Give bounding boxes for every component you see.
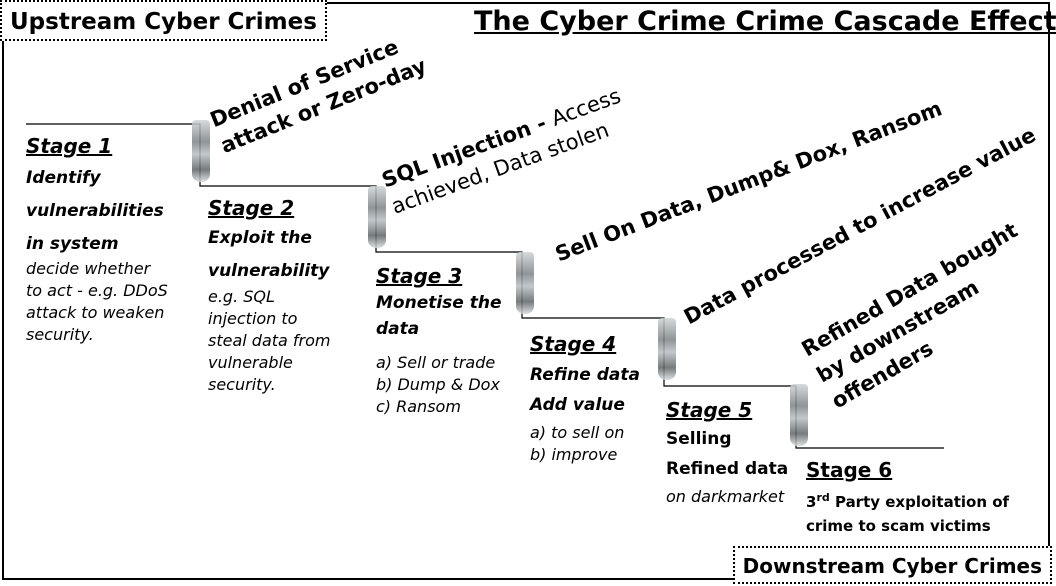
page-title: The Cyber Crime Crime Cascade Effect — [474, 6, 1056, 37]
stage-1-detail-line: security. — [26, 325, 94, 344]
stage-4-bold-line: Refine data — [530, 365, 640, 385]
stage-5-bold: Selling Refined data — [666, 424, 788, 484]
stage-2-detail-line: injection to — [208, 309, 298, 328]
waterfall-4 — [658, 318, 676, 380]
stage-4-detail: a) to sell on b) improve — [530, 422, 624, 466]
stage-2-detail-line: steal data from — [208, 331, 331, 350]
stage-3-bold-line: Monetise the — [376, 293, 502, 313]
stage-3-detail-line: a) Sell or trade — [376, 353, 496, 372]
stage-4-bold-line: Add value — [530, 395, 625, 415]
stage-6-detail: 3rd Party exploitation of crime to scam … — [806, 486, 1009, 538]
stage-1-bold-line: in system — [26, 234, 119, 254]
stage-1-detail-line: decide whether — [26, 259, 151, 278]
stage-3-detail: a) Sell or trade b) Dump & Dox c) Ransom — [376, 352, 500, 418]
downstream-label: Downstream Cyber Crimes — [732, 546, 1052, 584]
stage-2-detail-line: vulnerable — [208, 353, 293, 372]
waterfall-1 — [192, 120, 210, 182]
stage-6-detail-line: 3rd Party exploitation of — [806, 491, 1010, 511]
stage-5-bold-line: Selling — [666, 429, 732, 449]
stage-1-detail-line: attack to weaken — [26, 303, 165, 322]
stage-5-detail: on darkmarket — [666, 486, 784, 508]
stage-4-bold: Refine data Add value — [530, 360, 640, 420]
stage-2-bold-line: Exploit the — [208, 228, 312, 248]
diagram-frame — [2, 2, 1050, 580]
stage-4-heading: Stage 4 — [530, 332, 617, 356]
stage-1-bold-line: vulnerabilities — [26, 201, 164, 221]
stage-5-heading: Stage 5 — [666, 398, 753, 422]
upstream-label: Upstream Cyber Crimes — [0, 0, 327, 41]
stage-3-heading: Stage 3 — [376, 264, 463, 288]
waterfall-3 — [516, 252, 534, 314]
stage-3-detail-line: b) Dump & Dox — [376, 375, 500, 394]
stage-1-heading: Stage 1 — [26, 134, 113, 158]
stage-1-bold: Identify vulnerabilities in system — [26, 162, 164, 261]
stage-3-detail-line: c) Ransom — [376, 397, 461, 416]
stage-5-detail-line: on darkmarket — [666, 487, 785, 506]
stage-2-detail-line: security. — [208, 375, 276, 394]
stage-3-bold-line: data — [376, 319, 420, 339]
step-line-4 — [662, 317, 792, 387]
stage-6-heading: Stage 6 — [806, 458, 893, 482]
stage-4-detail-line: a) to sell on — [530, 423, 625, 442]
stage-1-detail: decide whether to act - e.g. DDoS attack… — [26, 258, 168, 346]
stage-2-heading: Stage 2 — [208, 196, 295, 220]
waterfall-2 — [368, 186, 386, 248]
stage-2-bold: Exploit the vulnerability — [208, 222, 329, 288]
step-line-3 — [520, 251, 662, 319]
waterfall-5 — [790, 384, 808, 446]
stage-4-detail-line: b) improve — [530, 445, 618, 464]
stage-2-bold-line: vulnerability — [208, 261, 330, 281]
stage-6-detail-line: crime to scam victims — [806, 517, 991, 535]
stage-3-bold: Monetise the data — [376, 290, 502, 342]
stage-2-detail-line: e.g. SQL — [208, 287, 275, 306]
stage-5-bold-line: Refined data — [666, 459, 789, 479]
stage-1-bold-line: Identify — [26, 168, 101, 188]
stage-1-detail-line: to act - e.g. DDoS — [26, 281, 168, 300]
stage-2-detail: e.g. SQL injection to steal data from vu… — [208, 286, 331, 396]
